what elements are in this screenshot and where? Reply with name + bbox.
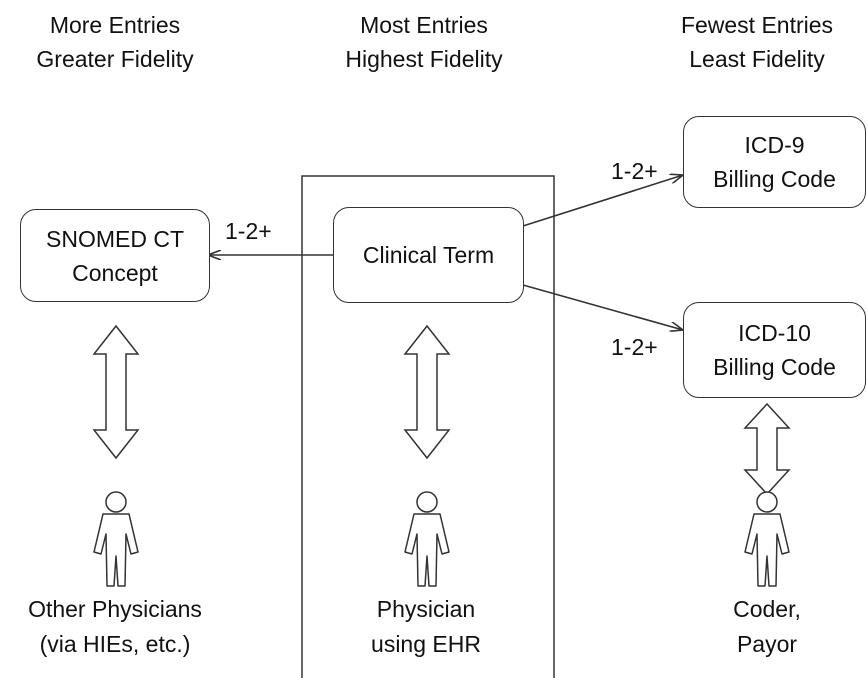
actor-center-line1: Physician [376, 596, 476, 622]
actor-right-line1: Coder, [733, 596, 801, 622]
double-arrow-left [92, 324, 140, 460]
node-snomed-line1: SNOMED CT [46, 225, 184, 252]
node-icd10-line1: ICD-10 [738, 320, 811, 346]
node-clinical-term: Clinical Term [333, 207, 524, 303]
edge-label-to-icd9: 1-2+ [611, 158, 658, 184]
edge-label-to-icd10: 1-2+ [611, 334, 658, 360]
node-snomed-ct-concept: SNOMED CT Concept [20, 209, 210, 302]
header-right-line1: Fewest Entries [680, 12, 834, 38]
header-left-line1: More Entries [49, 12, 181, 38]
center-frame [301, 175, 555, 678]
header-right-line2: Least Fidelity [689, 46, 825, 72]
actor-left-line1: Other Physicians [28, 596, 202, 622]
header-left: More Entries Greater Fidelity [0, 8, 245, 76]
header-center: Most Entries Highest Fidelity [294, 8, 554, 76]
actor-left-label: Other Physicians (via HIEs, etc.) [0, 592, 245, 662]
person-icon [744, 491, 790, 587]
node-icd10-billing-code: ICD-10 Billing Code [683, 302, 866, 398]
edge-clinical-to-icd9 [522, 175, 683, 227]
person-icon [93, 491, 139, 587]
header-right: Fewest Entries Least Fidelity [637, 8, 867, 76]
actor-center-label: Physician using EHR [296, 592, 556, 662]
person-icon [404, 491, 450, 587]
node-icd10-line2: Billing Code [713, 354, 836, 380]
double-arrow-center [403, 324, 451, 460]
node-icd9-line2: Billing Code [713, 166, 836, 192]
edge-clinical-to-icd10 [522, 284, 683, 330]
node-clinical-line1: Clinical Term [362, 242, 495, 268]
actor-right-line2: Payor [736, 631, 798, 657]
actor-center-line2: using EHR [371, 631, 481, 657]
node-snomed-line2: Concept [72, 259, 158, 286]
actor-right-label: Coder, Payor [637, 592, 867, 662]
header-left-line2: Greater Fidelity [36, 46, 194, 72]
node-icd9-line1: ICD-9 [744, 132, 805, 158]
header-center-line2: Highest Fidelity [345, 46, 503, 72]
actor-left-line2: (via HIEs, etc.) [39, 631, 191, 657]
header-center-line1: Most Entries [360, 12, 488, 38]
double-arrow-right [743, 402, 791, 496]
node-icd9-billing-code: ICD-9 Billing Code [683, 116, 866, 208]
edge-label-to-snomed: 1-2+ [225, 218, 272, 244]
